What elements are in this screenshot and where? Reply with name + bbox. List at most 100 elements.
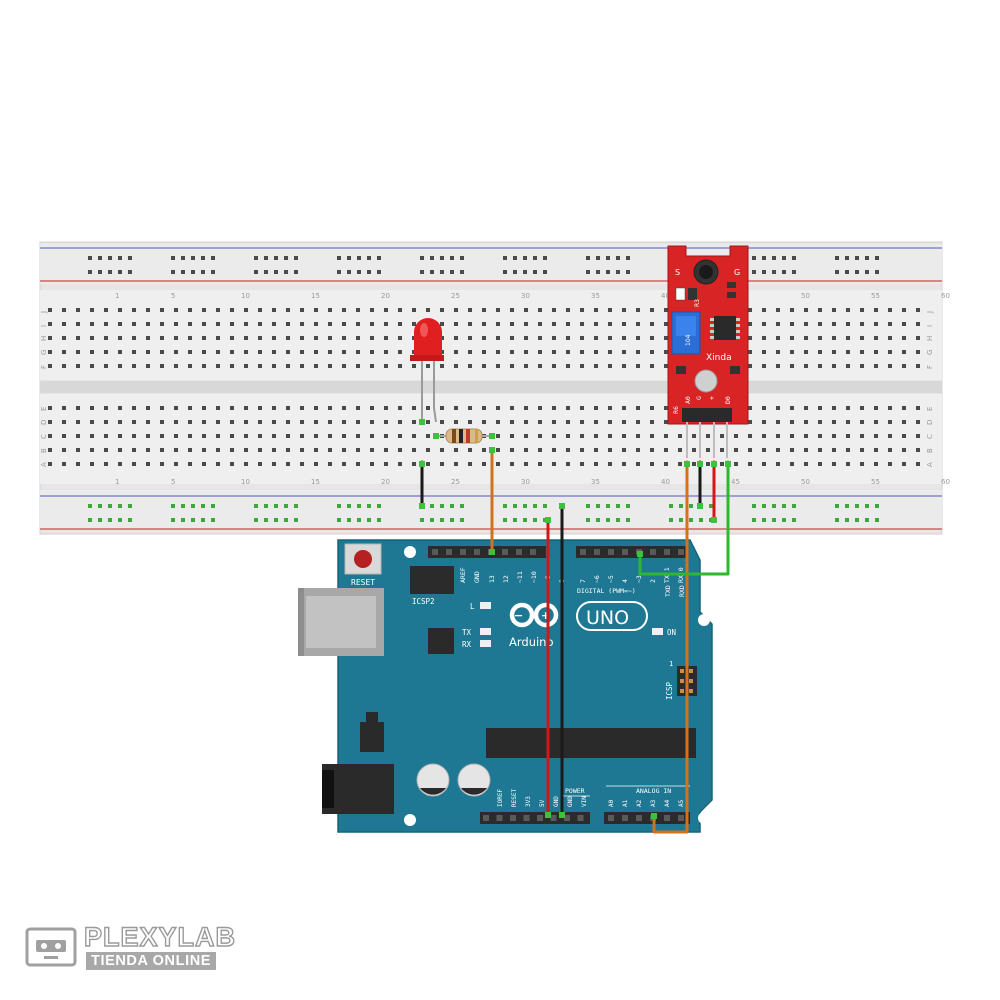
breadboard-hole [538, 322, 542, 326]
breadboard-hole [650, 364, 654, 368]
arduino-brand-text: Arduino [509, 635, 554, 649]
rail-hole [357, 518, 361, 522]
breadboard-hole [398, 336, 402, 340]
sensor-pin-plus-label: + [708, 396, 716, 400]
breadboard-hole [818, 350, 822, 354]
breadboard-hole [300, 406, 304, 410]
breadboard-hole [118, 462, 122, 466]
breadboard-hole [76, 420, 80, 424]
breadboard-hole [762, 308, 766, 312]
rail-hole [772, 270, 776, 274]
breadboard-hole [524, 406, 528, 410]
rail-hole [523, 256, 527, 260]
breadboard-hole [846, 462, 850, 466]
breadboard-hole [314, 336, 318, 340]
breadboard-hole [160, 336, 164, 340]
breadboard-hole [244, 322, 248, 326]
row-letter: A [40, 462, 48, 467]
wire-orange-a3 [652, 460, 689, 834]
led-rx [480, 640, 491, 647]
power-label: POWER [565, 787, 585, 795]
breadboard-hole [314, 462, 318, 466]
arduino-logo [509, 602, 559, 628]
rail-hole [513, 518, 517, 522]
rail-hole [88, 270, 92, 274]
connection-point [489, 447, 495, 453]
breadboard-hole [188, 350, 192, 354]
rail-hole [835, 518, 839, 522]
breadboard-hole [384, 434, 388, 438]
breadboard-hole [272, 336, 276, 340]
rail-hole [98, 256, 102, 260]
breadboard-hole [636, 448, 640, 452]
breadboard-hole [174, 336, 178, 340]
breadboard-hole [314, 448, 318, 452]
breadboard-hole [244, 350, 248, 354]
row-letter: E [926, 407, 934, 411]
breadboard-hole [188, 448, 192, 452]
breadboard-hole [622, 350, 626, 354]
rail-hole [274, 504, 278, 508]
rail-hole [118, 256, 122, 260]
rail-hole [294, 270, 298, 274]
rail-hole [543, 256, 547, 260]
connection-point [545, 517, 551, 523]
sensor-mark-s: S [675, 268, 680, 277]
breadboard-hole [230, 406, 234, 410]
breadboard-hole [342, 336, 346, 340]
row-letter: H [40, 336, 48, 341]
breadboard-hole [174, 462, 178, 466]
breadboard-hole [118, 420, 122, 424]
breadboard-hole [174, 420, 178, 424]
header-pin [636, 815, 642, 821]
breadboard-hole [426, 434, 430, 438]
breadboard-hole [202, 420, 206, 424]
breadboard-hole [748, 420, 752, 424]
breadboard-hole [860, 448, 864, 452]
breadboard-hole [902, 448, 906, 452]
pin-label-gnd: GND [473, 571, 481, 583]
breadboard-hole [510, 448, 514, 452]
breadboard-hole [132, 448, 136, 452]
breadboard-hole [48, 420, 52, 424]
breadboard-hole [538, 364, 542, 368]
reset-button[interactable] [344, 543, 382, 575]
connection-point [711, 517, 717, 523]
breadboard-hole [510, 420, 514, 424]
breadboard-hole [426, 308, 430, 312]
breadboard-hole [496, 420, 500, 424]
rail-hole [543, 270, 547, 274]
row-letter: I [40, 325, 48, 327]
column-number: 55 [871, 478, 880, 486]
connection-point [419, 419, 425, 425]
power-pin-3v3: 3V3 [525, 796, 532, 807]
breadboard-hole [328, 350, 332, 354]
rxd-label: RXD [678, 585, 686, 597]
pot-label: 104 [685, 334, 692, 346]
rail-hole [503, 518, 507, 522]
wire-green-d0 [638, 460, 730, 576]
breadboard-hole [720, 448, 724, 452]
rail-hole [533, 256, 537, 260]
breadboard-hole [286, 350, 290, 354]
breadboard-hole [678, 448, 682, 452]
row-letter: D [40, 420, 48, 425]
rail-hole [294, 518, 298, 522]
rail-hole [254, 270, 258, 274]
breadboard-hole [90, 350, 94, 354]
breadboard-hole [258, 420, 262, 424]
rail-hole [450, 518, 454, 522]
breadboard-hole [860, 462, 864, 466]
breadboard-hole [76, 308, 80, 312]
potentiometer[interactable]: 104 [671, 311, 701, 355]
breadboard-hole [104, 434, 108, 438]
breadboard-hole [426, 462, 430, 466]
header-pin [608, 815, 614, 821]
breadboard-hole [818, 308, 822, 312]
connection-point [489, 549, 495, 555]
breadboard-hole [216, 308, 220, 312]
breadboard-hole [790, 448, 794, 452]
breadboard-hole [860, 350, 864, 354]
breadboard-hole [916, 406, 920, 410]
digital-header-pins [432, 549, 684, 555]
